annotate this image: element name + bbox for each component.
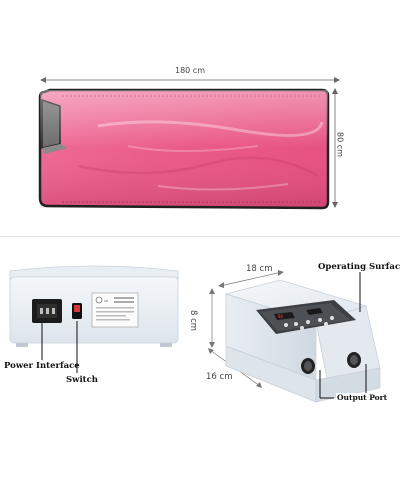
controller-depth-label: 18 cm (246, 264, 273, 274)
length-arrow (40, 77, 340, 83)
svg-text:88: 88 (278, 314, 283, 319)
width-arrow (332, 88, 338, 208)
length-label: 180 cm (170, 66, 210, 75)
controller-front-image: 88 (224, 280, 381, 403)
controller-width-label: 16 cm (206, 372, 233, 382)
switch-label: Switch (66, 375, 98, 385)
output-port-label: Output Port (336, 393, 389, 402)
front-callout-lines (319, 272, 367, 399)
section-divider (0, 236, 400, 237)
blanket-section: 180 cm 80 cm (0, 0, 400, 235)
sauna-blanket-image (38, 88, 330, 210)
controller-back-section: CE Power Interface Switch (0, 255, 200, 405)
width-label: 80 cm (335, 124, 345, 165)
controller-front-section: 18 cm 8 cm 16 cm 88 (188, 250, 400, 420)
controller-back-image: CE (9, 265, 179, 347)
svg-text:CE: CE (104, 299, 108, 303)
power-interface-label: Power Interface (4, 361, 80, 371)
power-interface-callout (41, 321, 78, 373)
operating-surface-label: Operating Surface (318, 262, 400, 272)
